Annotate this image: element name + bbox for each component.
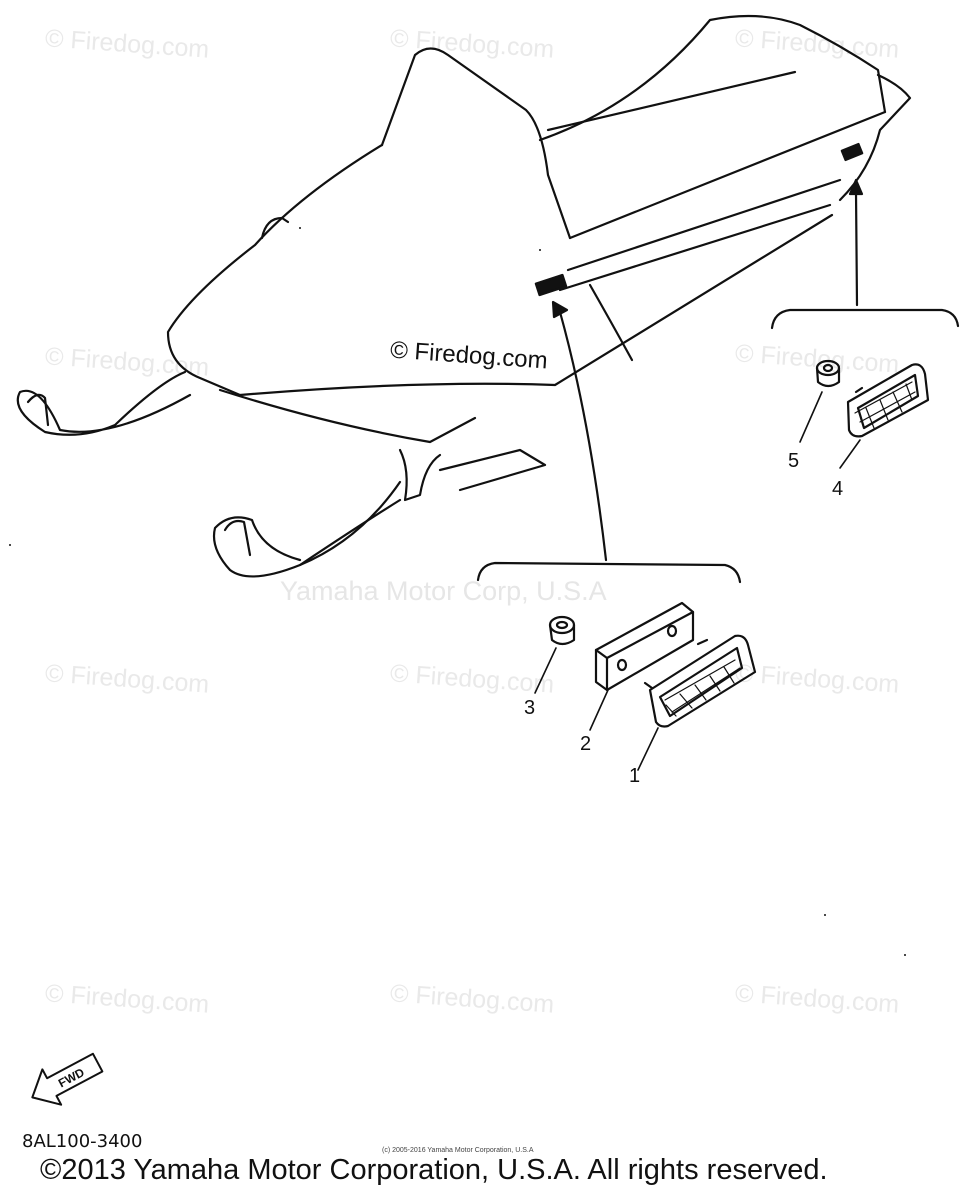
leader-3 [534,647,557,694]
part-1-reflector [643,634,757,728]
right-leader-line [854,190,859,307]
tail-cap [838,73,912,202]
windshield [380,47,572,240]
leader-1 [637,727,659,771]
callout-1: 1 [629,765,641,787]
copyright-notice: ©2013 Yamaha Motor Corporation, U.S.A. A… [40,1154,828,1186]
callout-4: 4 [832,478,844,500]
upper-group-bracket [770,308,960,330]
seat-lower [566,178,842,272]
hood [166,143,384,397]
small-copyright: (c) 2005-2016 Yamaha Motor Corporation, … [382,1147,534,1154]
part-5-nut [815,359,841,388]
body-front-lower [218,388,477,444]
right-reflector-mark [840,142,864,162]
callout-3: 3 [524,697,536,719]
body-side-lower [558,203,832,292]
speck [539,249,541,251]
seat-side [568,110,887,240]
speck [299,227,301,229]
left-ski [16,370,192,436]
fwd-arrow-icon: FWD [31,1052,104,1106]
part-2-pad [594,601,695,692]
left-ski-loop [26,393,50,427]
lower-group-bracket [476,561,742,584]
leader-5 [799,391,823,443]
leader-4 [839,439,861,469]
left-leader-arrowhead [551,300,569,319]
part-3-nut [548,615,576,646]
callout-2: 2 [580,733,592,755]
right-ski-loop [223,519,252,557]
speck [824,914,826,916]
callout-5: 5 [788,450,800,472]
headlight-bump [260,216,290,240]
body-panel-fold [588,283,634,362]
speck [9,544,11,546]
left-leader-line [558,310,608,562]
ski-rail [438,448,547,492]
front-bumper-strut [298,498,402,567]
seat-top [538,14,887,142]
left-reflector-mark [534,273,568,297]
right-leader-arrowhead [848,178,864,196]
right-ski [212,480,402,578]
speck [904,954,906,956]
seat-edge [546,70,797,132]
ski-leg [398,448,442,502]
diagram-part-code: 8AL100-3400 [22,1131,143,1152]
part-4-reflector [846,363,930,438]
body-bottom [238,213,834,397]
trademark-watermark: Yamaha Motor Corp, U.S.A [280,576,607,606]
leader-2 [589,689,609,731]
